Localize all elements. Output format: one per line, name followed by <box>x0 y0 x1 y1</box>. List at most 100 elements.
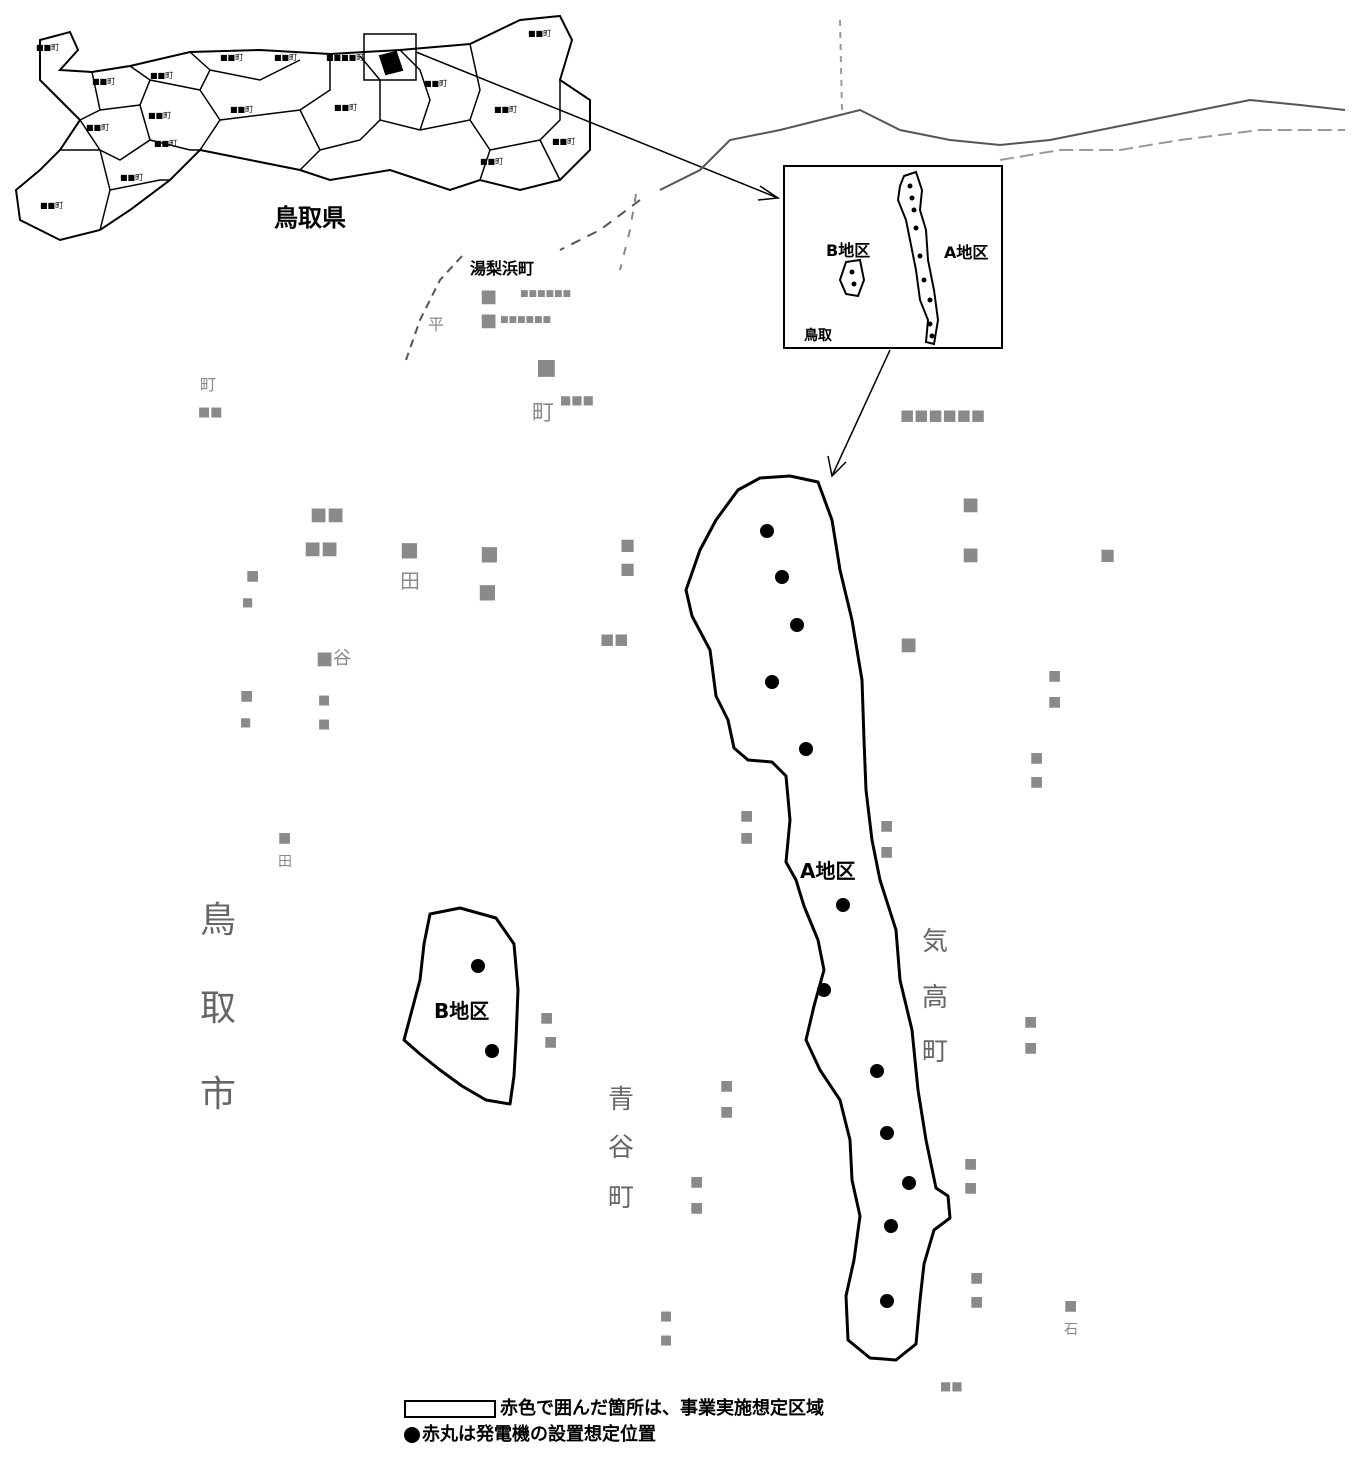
area-b-markers <box>471 959 499 1058</box>
generator-marker <box>485 1044 499 1058</box>
svg-text:■: ■ <box>970 1294 983 1310</box>
prefecture-label: 鳥取県 <box>274 204 346 232</box>
faint-map-labels: 町■■ ■■■■ ■■ ■田 ■■ ■■ ■■ ■谷 ■■ ■■ ■田 ■■ 平… <box>198 286 1115 1393</box>
area-b-label: B地区 <box>434 999 489 1023</box>
svg-text:■■町: ■■町 <box>120 173 143 182</box>
svg-text:■: ■ <box>480 286 497 307</box>
svg-text:■: ■ <box>720 1104 733 1120</box>
svg-text:■■町: ■■町 <box>220 53 243 62</box>
svg-text:■: ■ <box>1024 1014 1037 1030</box>
svg-text:町: 町 <box>200 375 216 394</box>
svg-text:■■町: ■■町 <box>86 123 109 132</box>
svg-text:■: ■ <box>690 1174 703 1190</box>
svg-text:■: ■ <box>1048 668 1061 684</box>
svg-text:■■■: ■■■ <box>560 393 594 407</box>
inset-place-label: 鳥取 <box>804 327 833 344</box>
svg-text:■: ■ <box>240 688 253 704</box>
svg-text:■: ■ <box>962 544 979 565</box>
svg-text:■: ■ <box>690 1200 703 1216</box>
svg-text:高: 高 <box>922 983 948 1013</box>
svg-text:■: ■ <box>1024 1040 1037 1056</box>
svg-text:■: ■ <box>1048 694 1061 710</box>
svg-text:■■町: ■■町 <box>528 29 551 38</box>
legend-area-row: 赤色で囲んだ箇所は、事業実施想定区域 <box>404 1396 824 1422</box>
svg-text:■: ■ <box>1064 1298 1077 1314</box>
generator-marker <box>884 1219 898 1233</box>
legend-marker-row: 赤丸は発電機の設置想定位置 <box>404 1422 824 1448</box>
inset-area-b-label: B地区 <box>826 241 870 260</box>
generator-marker <box>880 1126 894 1140</box>
tottori-city-label: 鳥 取 市 <box>200 900 236 1115</box>
svg-text:■■町: ■■町 <box>480 157 503 166</box>
svg-text:■: ■ <box>900 634 917 655</box>
generator-marker <box>902 1176 916 1190</box>
legend-marker-dot-icon <box>404 1427 420 1443</box>
legend-area-text: 赤色で囲んだ箇所は、事業実施想定区域 <box>500 1398 824 1419</box>
svg-text:■■町: ■■町 <box>552 137 575 146</box>
svg-text:■: ■ <box>660 1309 672 1324</box>
area-a-outline <box>684 474 952 1362</box>
svg-text:■: ■ <box>246 568 259 584</box>
legend-marker-text: 赤丸は発電機の設置想定位置 <box>422 1424 656 1445</box>
generator-marker <box>765 675 779 689</box>
svg-text:■■■■■■: ■■■■■■ <box>900 406 985 424</box>
svg-text:■■町: ■■町 <box>40 201 63 210</box>
svg-text:■■町: ■■町 <box>274 53 297 62</box>
svg-text:■: ■ <box>540 1010 553 1026</box>
svg-text:■: ■ <box>962 494 979 515</box>
svg-text:■: ■ <box>318 693 330 708</box>
generator-marker <box>880 1294 894 1308</box>
svg-text:町: 町 <box>922 1037 948 1067</box>
svg-text:■■町: ■■町 <box>494 105 517 114</box>
svg-text:■: ■ <box>964 1180 977 1196</box>
connector-arrow-bottom <box>827 349 891 478</box>
legend-area-swatch <box>404 1400 496 1418</box>
svg-text:■: ■ <box>660 1333 672 1348</box>
svg-text:■: ■ <box>1030 774 1043 790</box>
svg-text:■: ■ <box>1100 545 1115 564</box>
svg-text:■■■■■■: ■■■■■■ <box>500 315 551 325</box>
area-a-label: A地区 <box>800 859 855 883</box>
svg-text:■■: ■■ <box>304 538 338 559</box>
svg-text:■: ■ <box>1030 750 1043 766</box>
svg-text:気: 気 <box>922 927 948 957</box>
svg-text:■: ■ <box>880 818 893 834</box>
svg-text:田: 田 <box>400 569 420 593</box>
inset-town-label: 湯梨浜町 <box>470 259 534 278</box>
inset-box: A地区 B地区 鳥取 <box>783 165 1003 349</box>
svg-text:■■町: ■■町 <box>92 77 115 86</box>
svg-text:市: 市 <box>200 1074 236 1115</box>
svg-text:鳥: 鳥 <box>200 900 236 941</box>
svg-text:■■町: ■■町 <box>148 111 171 120</box>
svg-text:■: ■ <box>720 1078 733 1094</box>
svg-text:■: ■ <box>880 844 893 860</box>
svg-text:■谷: ■谷 <box>316 648 351 669</box>
svg-text:■: ■ <box>400 537 419 561</box>
svg-text:■: ■ <box>740 830 753 846</box>
prefecture-town-labels: ■■町■■町■■町 ■■町■■町■■■■町 ■■町■■町■■町 ■■町■■町■■… <box>36 29 575 210</box>
svg-text:■■町: ■■町 <box>230 105 253 114</box>
svg-text:■: ■ <box>478 579 497 603</box>
generator-marker <box>760 524 774 538</box>
svg-text:■■町: ■■町 <box>36 43 59 52</box>
svg-text:■■: ■■ <box>310 504 344 525</box>
svg-text:青: 青 <box>608 1085 634 1115</box>
prefecture-map <box>14 14 591 242</box>
svg-text:■■町: ■■町 <box>424 79 447 88</box>
svg-text:取: 取 <box>200 988 236 1029</box>
area-b-outline <box>402 906 520 1106</box>
generator-marker <box>870 1064 884 1078</box>
svg-text:■■: ■■ <box>940 1379 963 1393</box>
svg-text:■■: ■■ <box>198 405 223 420</box>
svg-text:■■町: ■■町 <box>334 103 357 112</box>
svg-text:■: ■ <box>740 808 753 824</box>
generator-marker <box>836 898 850 912</box>
svg-text:■: ■ <box>318 717 330 732</box>
svg-text:■: ■ <box>536 355 557 380</box>
generator-marker <box>471 959 485 973</box>
coastline-background <box>405 19 1346 361</box>
generator-marker <box>775 570 789 584</box>
legend: 赤色で囲んだ箇所は、事業実施想定区域 赤丸は発電機の設置想定位置 <box>404 1396 824 1448</box>
svg-text:田: 田 <box>278 854 292 870</box>
